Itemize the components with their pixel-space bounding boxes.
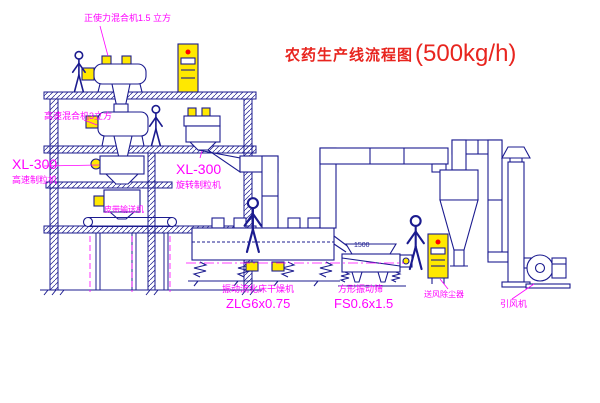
duct-elbow-left: [239, 155, 279, 229]
exhaust-stack: [501, 146, 531, 288]
centerlines: [43, 25, 535, 300]
high-speed-mixer: [85, 103, 149, 159]
label-granulator-left-name: 高速制粒机: [12, 175, 58, 185]
label-top-mixer: 正使力混合机1.5 立方: [84, 13, 172, 23]
outlet-duct: [487, 139, 509, 263]
label-belt-conveyor: 皮带输送机: [104, 205, 144, 214]
induced-draft-fan: [523, 254, 571, 289]
granulator-left: [90, 155, 145, 185]
label-sieve-model: FS0.6x1.5: [334, 296, 394, 311]
control-cabinet-right: [427, 233, 449, 284]
diagram-title-text: 农药生产线流程图: [285, 46, 414, 64]
label-sieve-name: 方形振动筛: [338, 284, 384, 294]
label-granulator-left-model: XL-300: [12, 156, 58, 172]
label-dryer-model: ZLG6x0.75: [226, 296, 291, 311]
label-granulator-right-model: XL-300: [176, 161, 222, 177]
diagram-title: 农药生产线流程图 (500kg/h): [285, 40, 516, 68]
label-fan: 引风机: [500, 299, 528, 309]
worker-figure-2: [148, 104, 163, 147]
vibrating-sieve: [333, 235, 413, 287]
label-granulator-right-name: 旋转制粒机: [176, 180, 222, 190]
control-cabinet-top: [177, 43, 199, 93]
fluid-bed-dryer: [188, 217, 340, 287]
conveyor-supports: [95, 233, 169, 290]
structure-frame: [40, 91, 262, 296]
diagram-title-capacity: (500kg/h): [415, 40, 517, 67]
horizontal-mixer: [81, 55, 147, 109]
granulator-right: [183, 107, 241, 174]
exhaust-duct: [319, 147, 449, 229]
label-mid-mixer: 高速混合机3立方: [44, 111, 113, 121]
label-dryer-name: 振动流化床干燥机: [222, 284, 295, 294]
label-dust-collector: 送风除尘器: [424, 290, 464, 299]
label-dimension-1500: 1500: [354, 242, 370, 249]
belt-conveyor: [82, 216, 178, 228]
